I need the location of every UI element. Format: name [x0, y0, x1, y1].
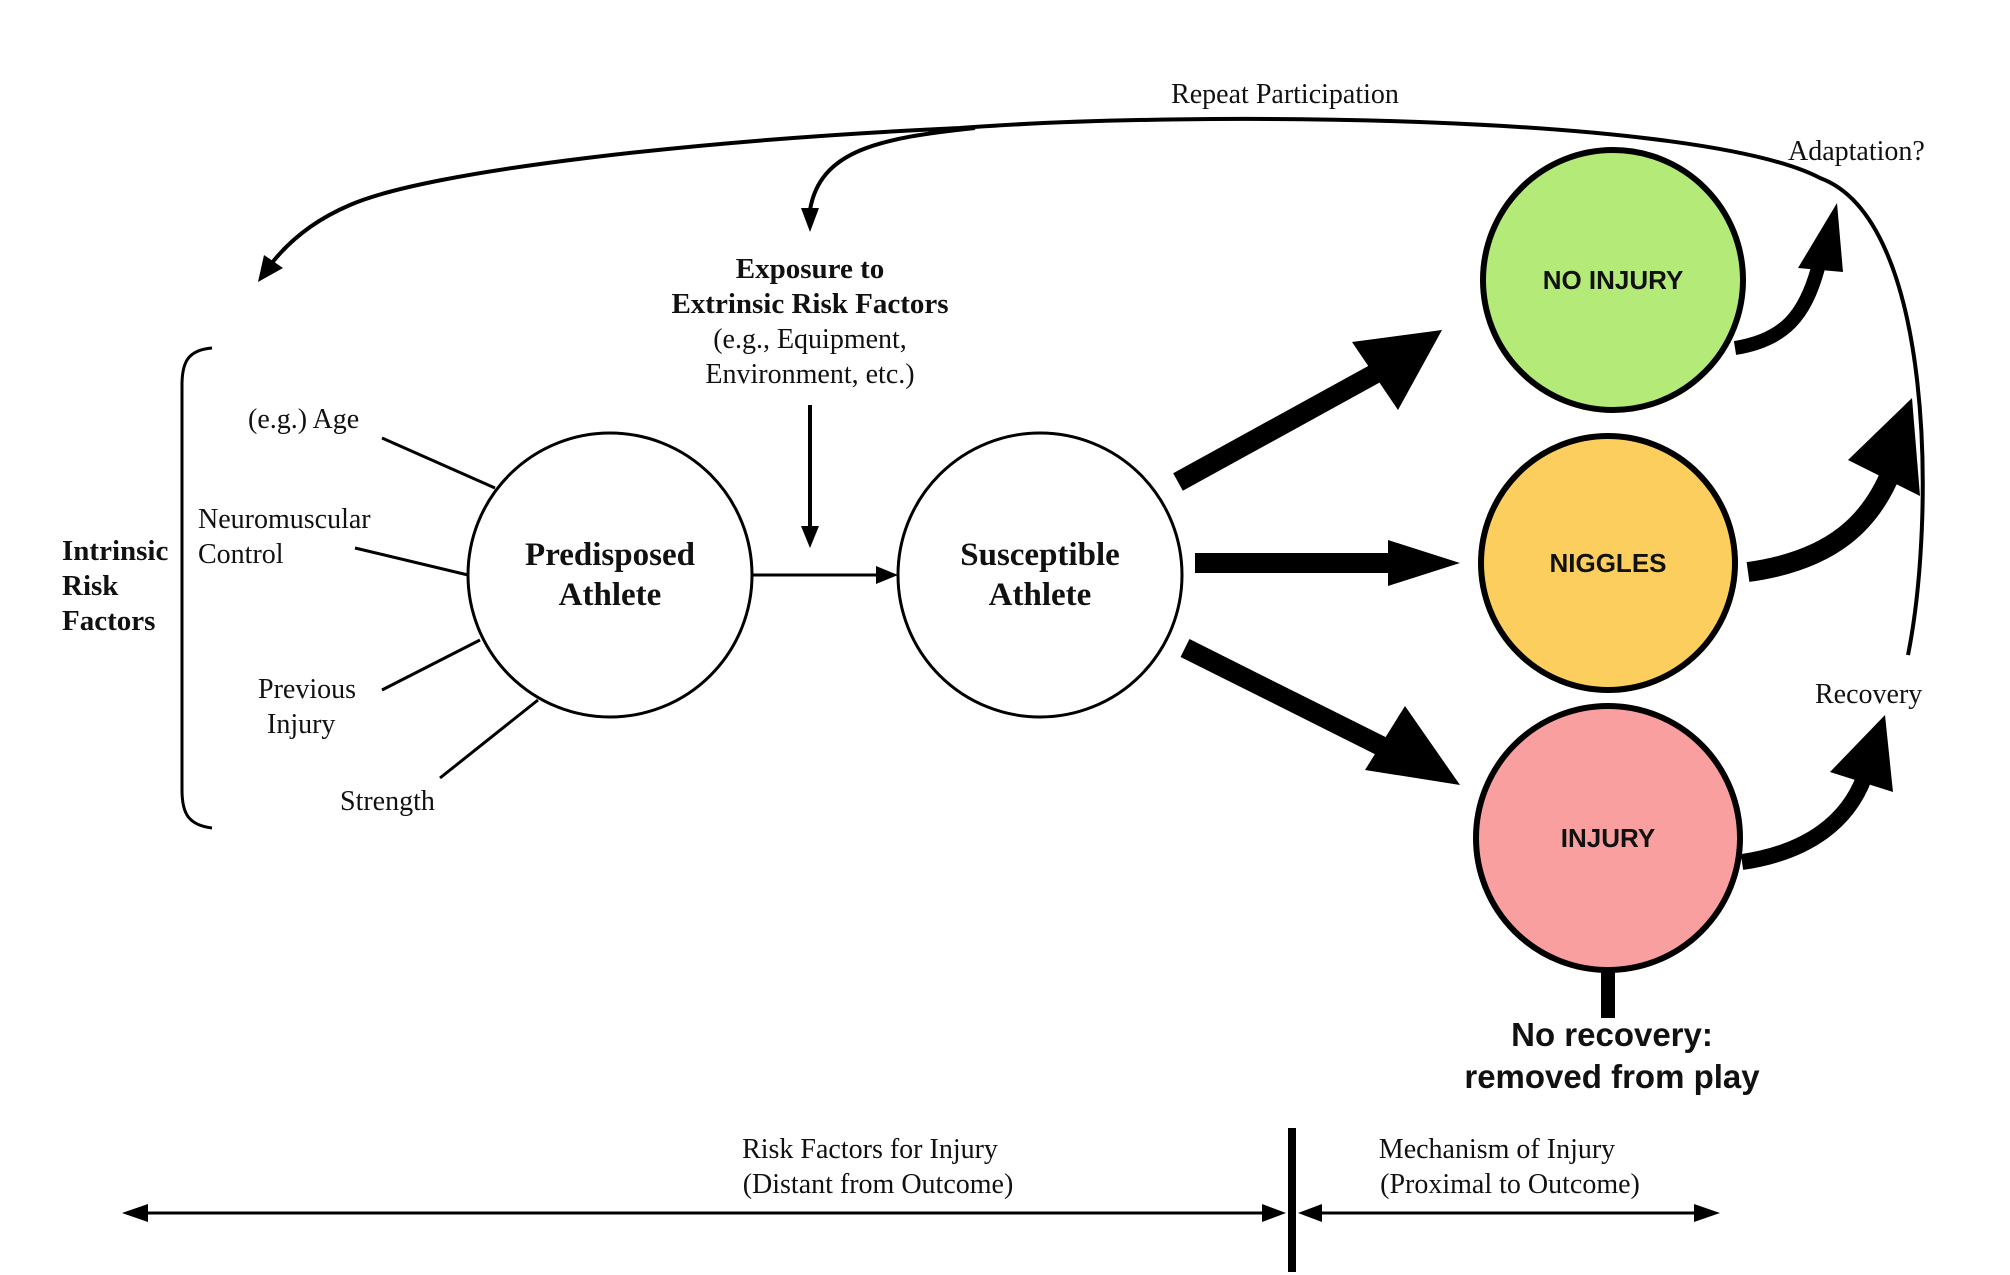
arrow-to-niggles-head: [1388, 540, 1460, 586]
injury-recovery-arrowhead: [1830, 715, 1893, 792]
arrow-to-no-injury: [1173, 363, 1383, 491]
mechanism-timeline-line1: Mechanism of Injury: [1379, 1134, 1615, 1165]
niggles-recovery-arrow: [1746, 466, 1902, 582]
exposure-line1: Exposure to: [736, 253, 885, 285]
intrinsic-line1: Intrinsic: [62, 535, 168, 567]
exposure-down-arrowhead: [801, 526, 819, 548]
repeat-participation-arrowhead: [258, 255, 283, 282]
injury-recovery-arrow: [1740, 774, 1872, 870]
timeline-left-arrowhead: [122, 1204, 148, 1222]
exposure-feedback-branch: [808, 126, 976, 211]
no-recovery-line1: No recovery:: [1511, 1016, 1713, 1053]
previous-injury-connector: [381, 638, 481, 692]
niggles-recovery-arrowhead: [1848, 398, 1920, 496]
no-injury-adaptation-arrow: [1733, 266, 1825, 355]
exposure-feedback-arrowhead: [801, 208, 819, 232]
predisposed-to-susceptible-arrowhead: [876, 566, 898, 584]
predisposed-line1: Predisposed: [525, 537, 695, 573]
factor-previous-injury-line1: Previous: [258, 674, 356, 705]
exposure-line3: (e.g., Equipment,: [713, 324, 907, 355]
susceptible-line2: Athlete: [989, 577, 1092, 613]
adaptation-label: Adaptation?: [1788, 136, 1925, 167]
age-connector: [381, 436, 496, 490]
factor-neuromuscular-line1: Neuromuscular: [198, 504, 371, 535]
factor-previous-injury-line2: Injury: [267, 709, 335, 740]
injury-label: INJURY: [1561, 823, 1655, 853]
timeline-mid-arrowhead-right: [1298, 1204, 1322, 1222]
arrow-to-no-injury-head: [1352, 330, 1442, 410]
neuromuscular-connector: [354, 546, 469, 577]
risk-factors-timeline-line1: Risk Factors for Injury: [742, 1134, 998, 1165]
no-recovery-line2: removed from play: [1464, 1058, 1760, 1095]
timeline-right-arrowhead: [1694, 1204, 1720, 1222]
factor-age: (e.g.) Age: [248, 404, 359, 435]
no-injury-label: NO INJURY: [1543, 265, 1684, 295]
mechanism-timeline-line2: (Proximal to Outcome): [1380, 1169, 1640, 1200]
injury-circle: [1473, 703, 1743, 973]
risk-factors-timeline-line2: (Distant from Outcome): [743, 1169, 1014, 1200]
niggles-label: NIGGLES: [1549, 548, 1666, 578]
intrinsic-bracket: [180, 346, 213, 830]
arrow-to-injury-head: [1365, 706, 1460, 785]
intrinsic-line2: Risk: [62, 570, 119, 602]
susceptible-athlete-circle: [896, 431, 1184, 719]
predisposed-line2: Athlete: [559, 577, 662, 613]
no-injury-adaptation-arrowhead: [1798, 203, 1843, 272]
exposure-line4: Environment, etc.): [705, 359, 914, 390]
strength-connector: [439, 698, 539, 780]
exposure-line2: Extrinsic Risk Factors: [671, 288, 948, 320]
arrow-to-injury: [1180, 639, 1390, 757]
repeat-participation-label: Repeat Participation: [1171, 79, 1399, 110]
predisposed-athlete-circle: [466, 431, 754, 719]
repeat-participation-loop: [266, 116, 1925, 656]
timeline-mid-arrowhead-left: [1262, 1204, 1286, 1222]
niggles-circle: [1478, 433, 1738, 693]
intrinsic-line3: Factors: [62, 605, 155, 637]
no-injury-circle: [1480, 147, 1746, 413]
recovery-label: Recovery: [1815, 679, 1922, 710]
factor-strength: Strength: [340, 786, 435, 817]
factor-neuromuscular-line2: Control: [198, 539, 284, 570]
susceptible-line1: Susceptible: [960, 537, 1120, 573]
